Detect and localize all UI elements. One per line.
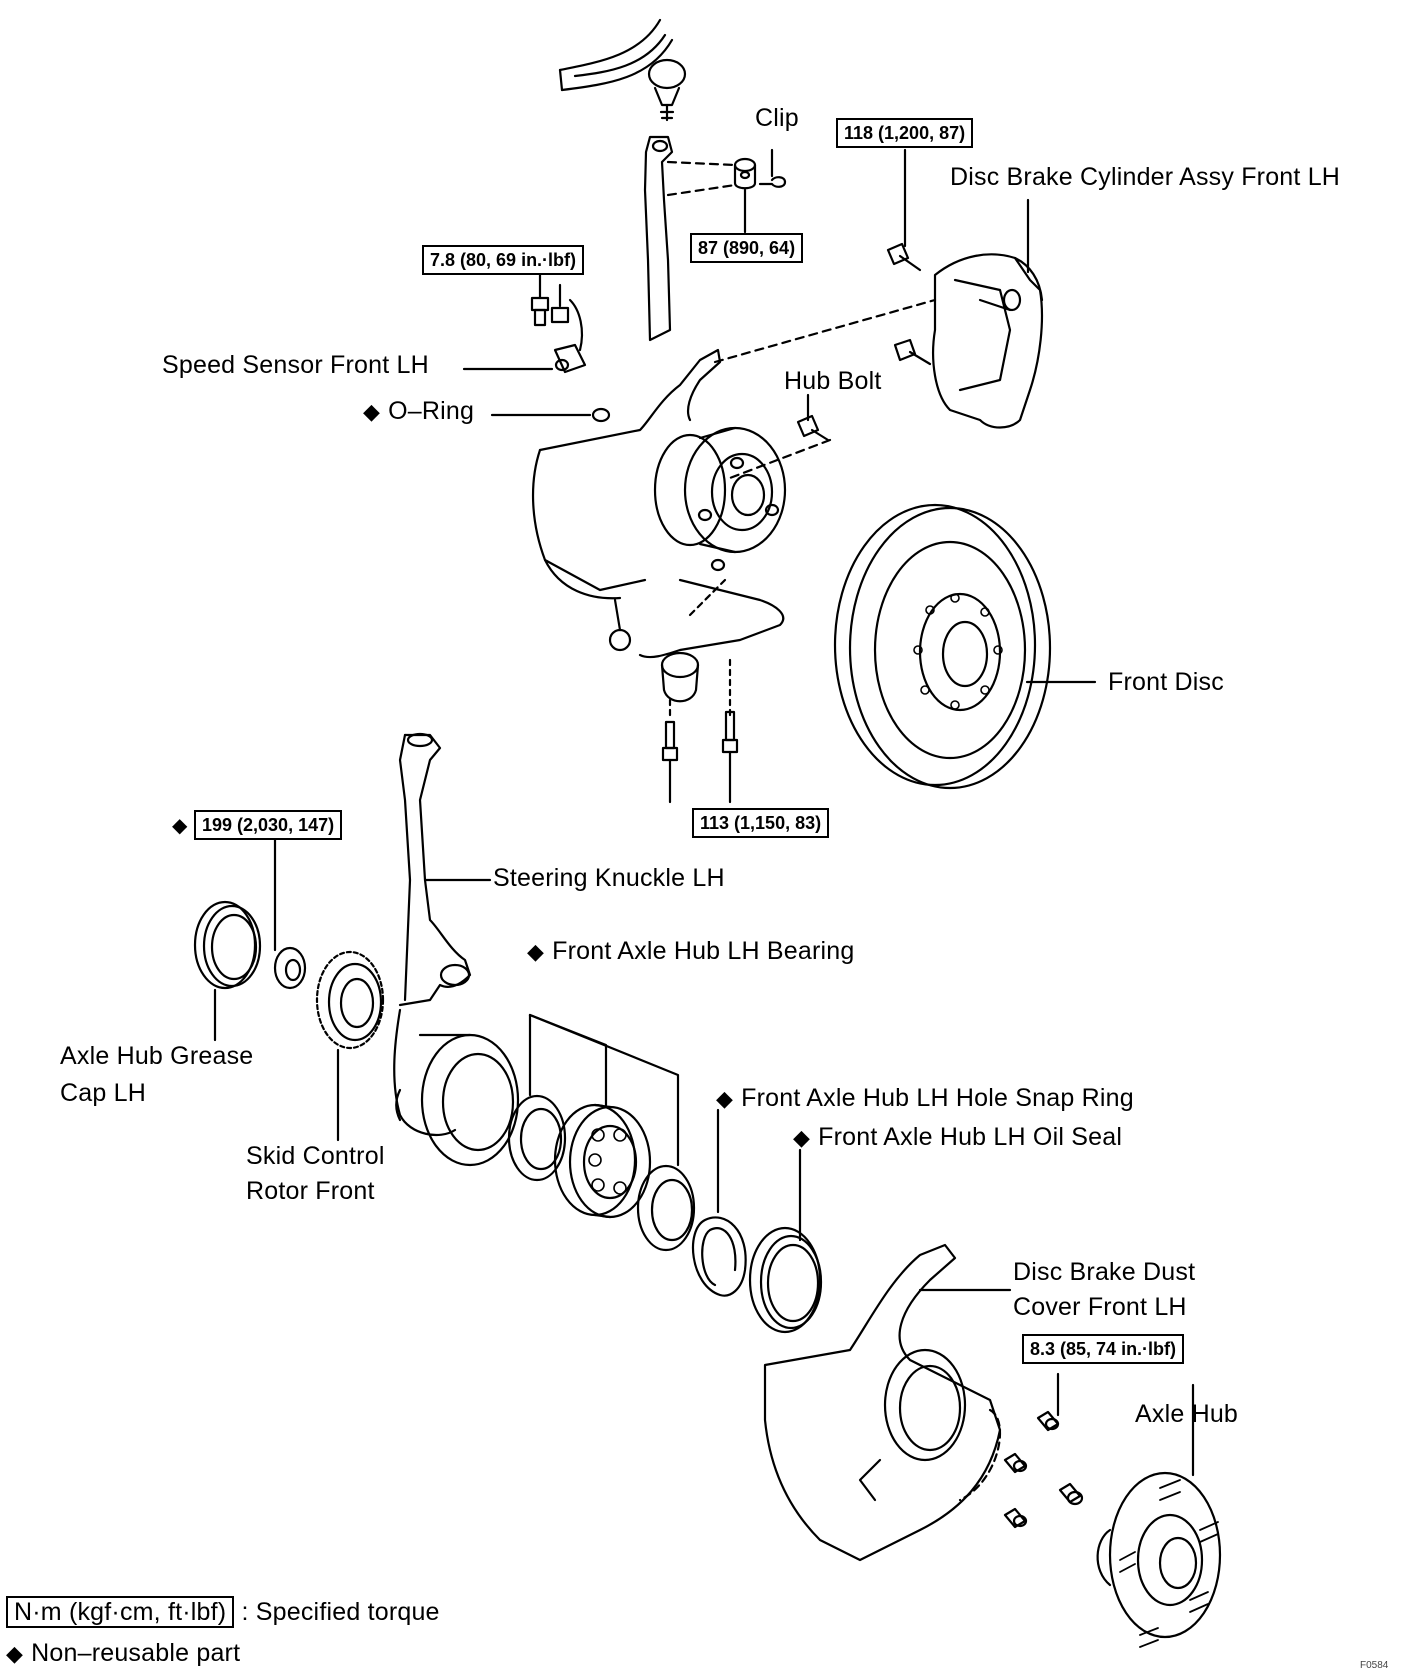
- grease-cap: [193, 900, 262, 1042]
- front-disc: [833, 503, 1097, 790]
- skid-control-rotor: [315, 950, 385, 1142]
- label-hub-bolt: Hub Bolt: [784, 367, 882, 395]
- bearing-set: [507, 1013, 802, 1252]
- legend-unit-box: N·m (kgf·cm, ft·lbf): [6, 1596, 235, 1628]
- o-ring-text: O–Ring: [388, 397, 475, 425]
- non-reusable-marker: ◆: [716, 1086, 734, 1111]
- lower-bolts: [661, 710, 739, 804]
- label-hole-snap-ring: ◆ Front Axle Hub LH Hole Snap Ring: [716, 1083, 1134, 1114]
- upper-arm: [558, 18, 687, 122]
- label-oil-seal: ◆ Front Axle Hub LH Oil Seal: [793, 1122, 1122, 1153]
- torque-199-marker: ◆: [172, 815, 188, 837]
- brake-caliper: [713, 148, 1044, 429]
- non-reusable-marker: ◆: [527, 939, 545, 964]
- torque-7-8: 7.8 (80, 69 in.·lbf): [422, 245, 585, 275]
- steering-knuckle: [393, 732, 520, 1167]
- label-clip: Clip: [755, 104, 799, 132]
- oil-seal-text: Front Axle Hub LH Oil Seal: [818, 1123, 1123, 1151]
- dust-cover: [763, 1243, 1012, 1562]
- hub-bolt-part: [728, 393, 832, 480]
- label-grease-cap-line2: Cap LH: [60, 1079, 146, 1107]
- label-axle-hub: Axle Hub: [1135, 1400, 1239, 1428]
- legend-specified-torque: N·m (kgf·cm, ft·lbf) : Specified torque: [6, 1596, 440, 1628]
- label-speed-sensor: Speed Sensor Front LH: [162, 351, 429, 379]
- axle-nut: [273, 828, 307, 990]
- torque-113: 113 (1,150, 83): [692, 808, 830, 838]
- torque-8-3: 8.3 (85, 74 in.·lbf): [1022, 1334, 1185, 1364]
- label-skid-control-line2: Rotor Front: [246, 1177, 375, 1205]
- label-skid-control-line1: Skid Control: [246, 1142, 385, 1170]
- torque-118: 118 (1,200, 87): [836, 118, 974, 148]
- dust-cover-bolts: [1003, 1372, 1084, 1529]
- snap-ring: [691, 1216, 747, 1297]
- legend-non-reusable: ◆ Non–reusable part: [6, 1638, 240, 1669]
- torque-199: 199 (2,030, 147): [194, 810, 343, 840]
- figure-code: F0584: [1360, 1660, 1389, 1671]
- non-reusable-marker: ◆: [363, 399, 381, 424]
- speed-sensor: [462, 283, 611, 423]
- torque-87: 87 (890, 64): [690, 233, 804, 263]
- legend-specified-text: : Specified torque: [241, 1598, 440, 1626]
- axle-hub-part: [1096, 1383, 1222, 1648]
- non-reusable-marker: ◆: [793, 1125, 811, 1150]
- label-front-disc: Front Disc: [1108, 668, 1224, 696]
- non-reusable-marker: ◆: [6, 1641, 24, 1666]
- knuckle-hub-assembly: [531, 348, 787, 722]
- label-dust-cover-line2: Cover Front LH: [1013, 1293, 1187, 1321]
- bearing-text: Front Axle Hub LH Bearing: [552, 937, 855, 965]
- label-disc-brake-cylinder: Disc Brake Cylinder Assy Front LH: [950, 163, 1341, 191]
- label-front-axle-hub-bearing: ◆ Front Axle Hub LH Bearing: [527, 936, 855, 967]
- label-steering-knuckle: Steering Knuckle LH: [493, 864, 725, 892]
- oil-seal: [748, 1226, 823, 1334]
- label-grease-cap-line1: Axle Hub Grease: [60, 1042, 254, 1070]
- nut-clip: [666, 148, 787, 234]
- label-o-ring: ◆ O–Ring: [363, 396, 474, 427]
- legend-non-reusable-text: Non–reusable part: [31, 1639, 241, 1667]
- label-dust-cover-line1: Disc Brake Dust: [1013, 1258, 1196, 1286]
- snap-ring-text: Front Axle Hub LH Hole Snap Ring: [741, 1084, 1134, 1112]
- knuckle-upper-arm: [643, 135, 674, 342]
